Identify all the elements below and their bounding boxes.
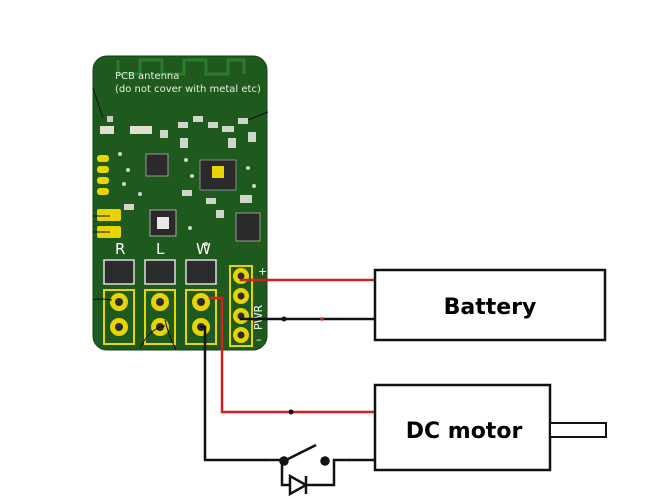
antenna-trace xyxy=(116,58,246,76)
diode-symbol xyxy=(288,473,309,497)
switch-contact-right xyxy=(320,456,330,466)
switch-diode-circuit xyxy=(265,443,350,497)
board-leader-lines xyxy=(92,87,269,351)
pcb-board: PCB antenna (do not cover with metal etc… xyxy=(92,55,269,351)
wire-junction-dots xyxy=(281,316,324,415)
minus-label: – xyxy=(256,333,262,346)
battery-box: Battery xyxy=(373,268,607,342)
power-pads xyxy=(229,265,253,347)
wire-motor-negative xyxy=(199,325,267,462)
wires xyxy=(199,278,377,462)
channel-label-r: R xyxy=(115,240,125,258)
driver-chips xyxy=(103,259,217,285)
antenna-note-line2: (do not cover with metal etc) xyxy=(115,84,261,95)
antenna-note-line1: PCB antenna xyxy=(115,71,179,82)
channel-label-l: L xyxy=(156,240,165,258)
motor-box: DC motor xyxy=(373,383,607,472)
motor-label: DC motor xyxy=(406,419,523,444)
battery-label: Battery xyxy=(444,295,537,320)
pcb-components xyxy=(100,116,261,246)
switch-blade xyxy=(283,443,317,463)
motor-shaft xyxy=(549,422,607,438)
wire-motor-positive xyxy=(208,296,377,414)
output-pads xyxy=(103,289,217,345)
pwr-label: PWR xyxy=(252,304,265,330)
plus-label: + xyxy=(258,265,267,278)
channel-label-w: W xyxy=(196,240,211,258)
